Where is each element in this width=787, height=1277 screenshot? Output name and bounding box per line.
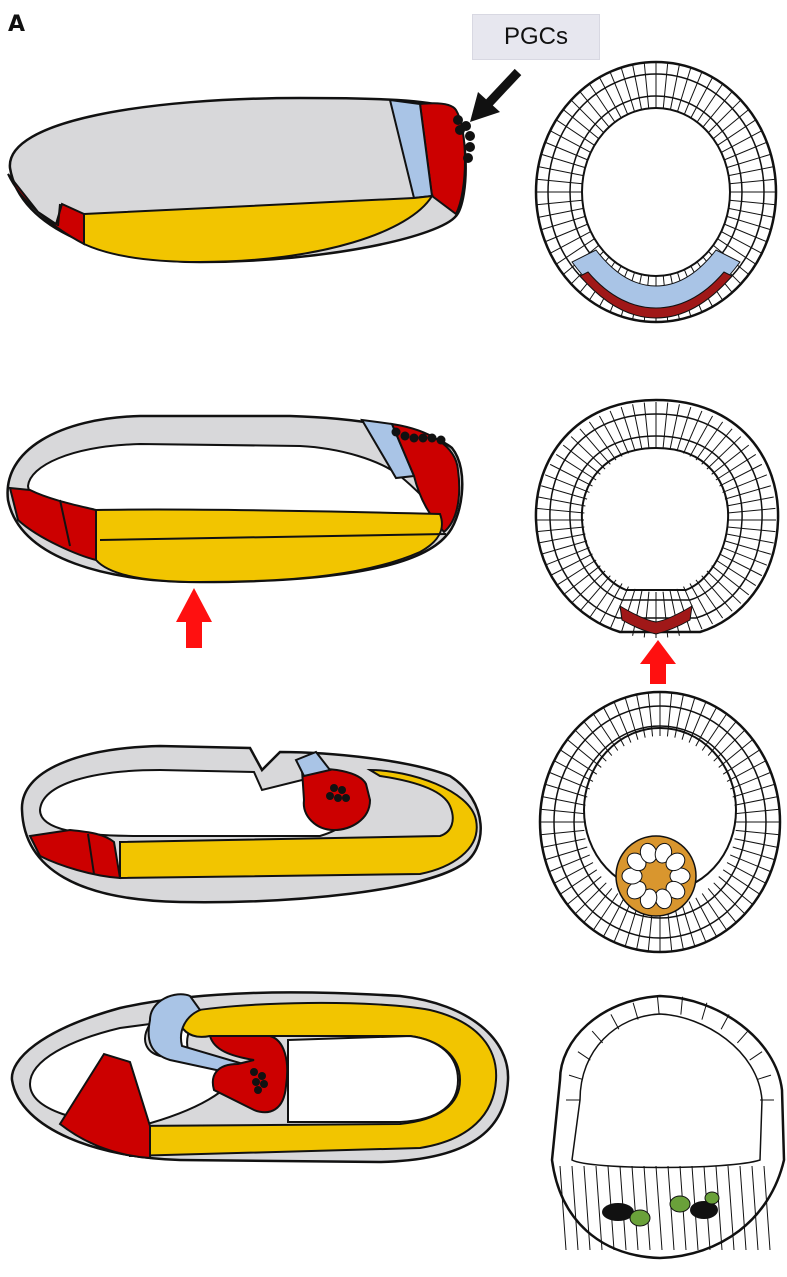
pgc-pointer-arrow-icon — [470, 72, 518, 122]
cross-section-4 — [552, 996, 784, 1258]
embryo-4-inner-cavity — [288, 1036, 458, 1122]
pgc-label: PGCs — [472, 14, 600, 60]
cross-section-2 — [536, 400, 778, 638]
cross-section-1 — [536, 62, 776, 322]
panel-letter: A — [8, 12, 25, 37]
embryo-stage-3 — [22, 746, 481, 902]
up-arrow-icon — [640, 640, 676, 684]
embryo-stage-1 — [8, 98, 475, 262]
up-arrow-icon — [176, 588, 212, 648]
embryo-stage-4 — [12, 992, 508, 1162]
embryo-2-yellow — [96, 509, 442, 582]
embryo-stage-2 — [8, 416, 463, 582]
cross-section-3 — [540, 692, 780, 952]
